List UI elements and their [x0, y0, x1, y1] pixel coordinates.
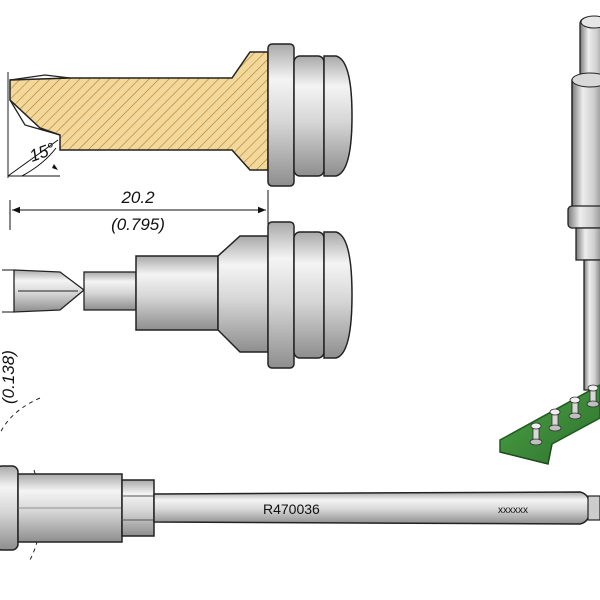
bottom-hex: [121, 479, 155, 537]
top-collar-ring: [293, 55, 325, 177]
bottom-head: [0, 465, 19, 551]
iso-ring: [567, 205, 600, 229]
tip-shaft: [83, 271, 137, 311]
tip-section-hatch: [9, 51, 269, 171]
width-in-label: (0.138): [0, 350, 18, 404]
mid-collar: [267, 221, 295, 369]
pcb-pin: [586, 384, 600, 408]
marking-label: xxxxxx: [498, 505, 528, 516]
length-mm-label: 20.2: [120, 188, 155, 207]
length-in-label: (0.795): [111, 215, 165, 234]
top-head: [323, 55, 353, 177]
pcb-pin: [548, 408, 562, 432]
pcb-pin: [529, 422, 543, 446]
iso-barrel-top: [571, 72, 600, 88]
iso-top-cap-face: [580, 15, 600, 29]
mid-collar-ring: [293, 231, 325, 359]
tip-blade-outline: [9, 74, 71, 136]
tip-3d-illustration: [499, 15, 600, 465]
iso-shaft: [583, 259, 600, 391]
part-number-label: R470036: [263, 501, 320, 517]
bottom-shaft-end: [587, 495, 600, 521]
tip-taper: [217, 235, 269, 353]
pcb-edge: [499, 443, 553, 465]
top-collar: [267, 43, 295, 187]
mid-head-break: [335, 231, 353, 359]
middle-side-view: (0.138): [0, 221, 353, 404]
angle-ray: [7, 139, 59, 177]
bottom-full-view: R470036 xxxxxx: [0, 397, 600, 561]
tip-shank: [135, 255, 219, 331]
iso-neck: [575, 227, 600, 261]
pcb-pin: [568, 396, 582, 420]
iso-barrel: [571, 79, 600, 209]
length-dimension: 20.2 (0.795): [9, 188, 269, 234]
pcb-pins: [529, 384, 600, 446]
angle-arc: [21, 147, 57, 177]
top-section-view: 15°: [7, 43, 353, 187]
angle-arrow-icon: [52, 164, 58, 170]
mid-head: [323, 231, 353, 359]
